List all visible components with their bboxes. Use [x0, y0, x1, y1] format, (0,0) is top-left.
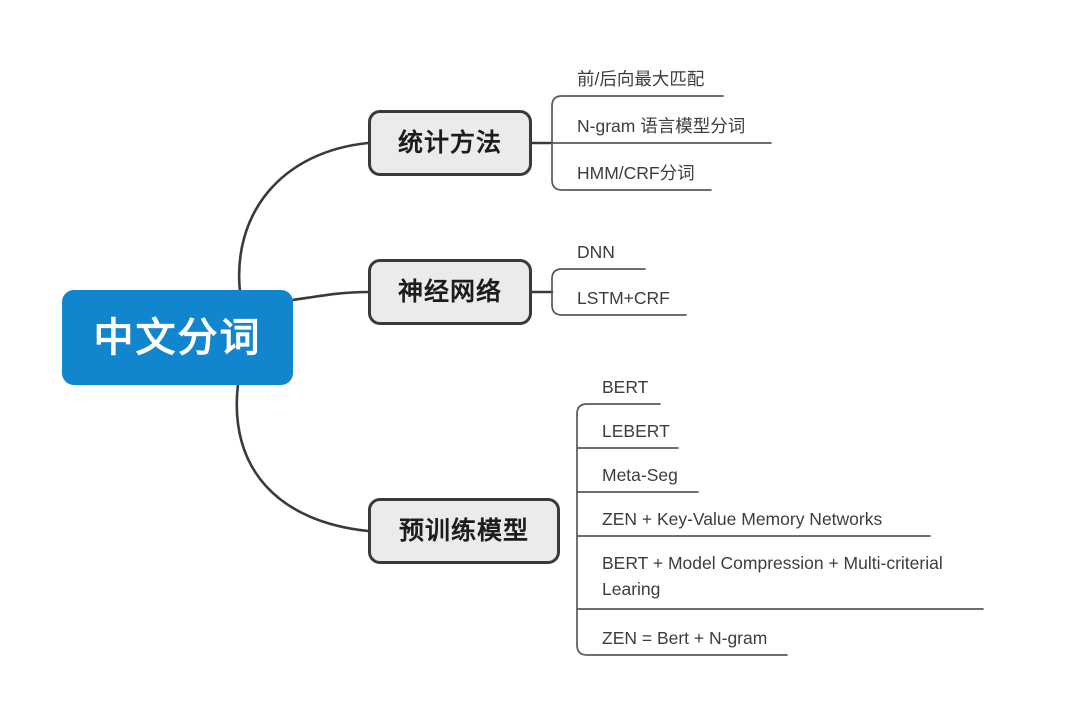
leaf-item[interactable]: DNN: [552, 239, 615, 265]
branch-node-statistical[interactable]: 统计方法: [368, 110, 532, 176]
leaf-item[interactable]: ZEN = Bert + N-gram: [577, 625, 767, 651]
branch-node-neural[interactable]: 神经网络: [368, 259, 532, 325]
branch-node-statistical-label: 统计方法: [397, 128, 502, 157]
leaf-label: HMM/CRF分词: [577, 163, 695, 183]
trunk-to-neural: [291, 290, 370, 302]
leaf-item[interactable]: ZEN + Key-Value Memory Networks: [577, 506, 882, 532]
trunk-to-pretrained: [235, 382, 370, 533]
leaf-item[interactable]: Meta-Seg: [577, 462, 678, 488]
leaf-label: LEBERT: [602, 421, 670, 441]
leaf-item[interactable]: LSTM+CRF: [552, 285, 670, 311]
trunk-to-statistical: [237, 141, 370, 294]
leaf-label: BERT + Model Compression + Multi-criteri…: [602, 553, 943, 599]
root-node[interactable]: 中文分词: [62, 290, 293, 385]
branch-node-pretrained[interactable]: 预训练模型: [368, 498, 560, 564]
leaf-label: 前/后向最大匹配: [577, 69, 705, 89]
leaf-item[interactable]: N-gram 语言模型分词: [552, 113, 745, 139]
leaf-item[interactable]: BERT: [577, 374, 648, 400]
root-node-label: 中文分词: [93, 315, 262, 360]
leaf-item[interactable]: 前/后向最大匹配: [552, 66, 704, 92]
leaf-label: LSTM+CRF: [577, 288, 670, 308]
leaf-line-1-1: [551, 95, 724, 107]
leaf-label: ZEN + Key-Value Memory Networks: [602, 509, 883, 529]
leaf-label: Meta-Seg: [602, 465, 678, 485]
leaf-label: BERT: [602, 377, 649, 397]
leaf-item[interactable]: LEBERT: [577, 418, 670, 444]
branch-node-pretrained-label: 预训练模型: [398, 516, 529, 545]
leaf-line-2-1: [551, 268, 646, 280]
leaf-item[interactable]: HMM/CRF分词: [552, 160, 695, 186]
branch-node-neural-label: 神经网络: [397, 277, 502, 306]
leaf-line-3-1: [576, 403, 661, 415]
leaf-label: DNN: [577, 242, 615, 262]
leaf-label: N-gram 语言模型分词: [577, 116, 746, 136]
leaf-item[interactable]: BERT + Model Compression + Multi-criteri…: [577, 550, 994, 602]
leaf-label: ZEN = Bert + N-gram: [602, 628, 768, 648]
